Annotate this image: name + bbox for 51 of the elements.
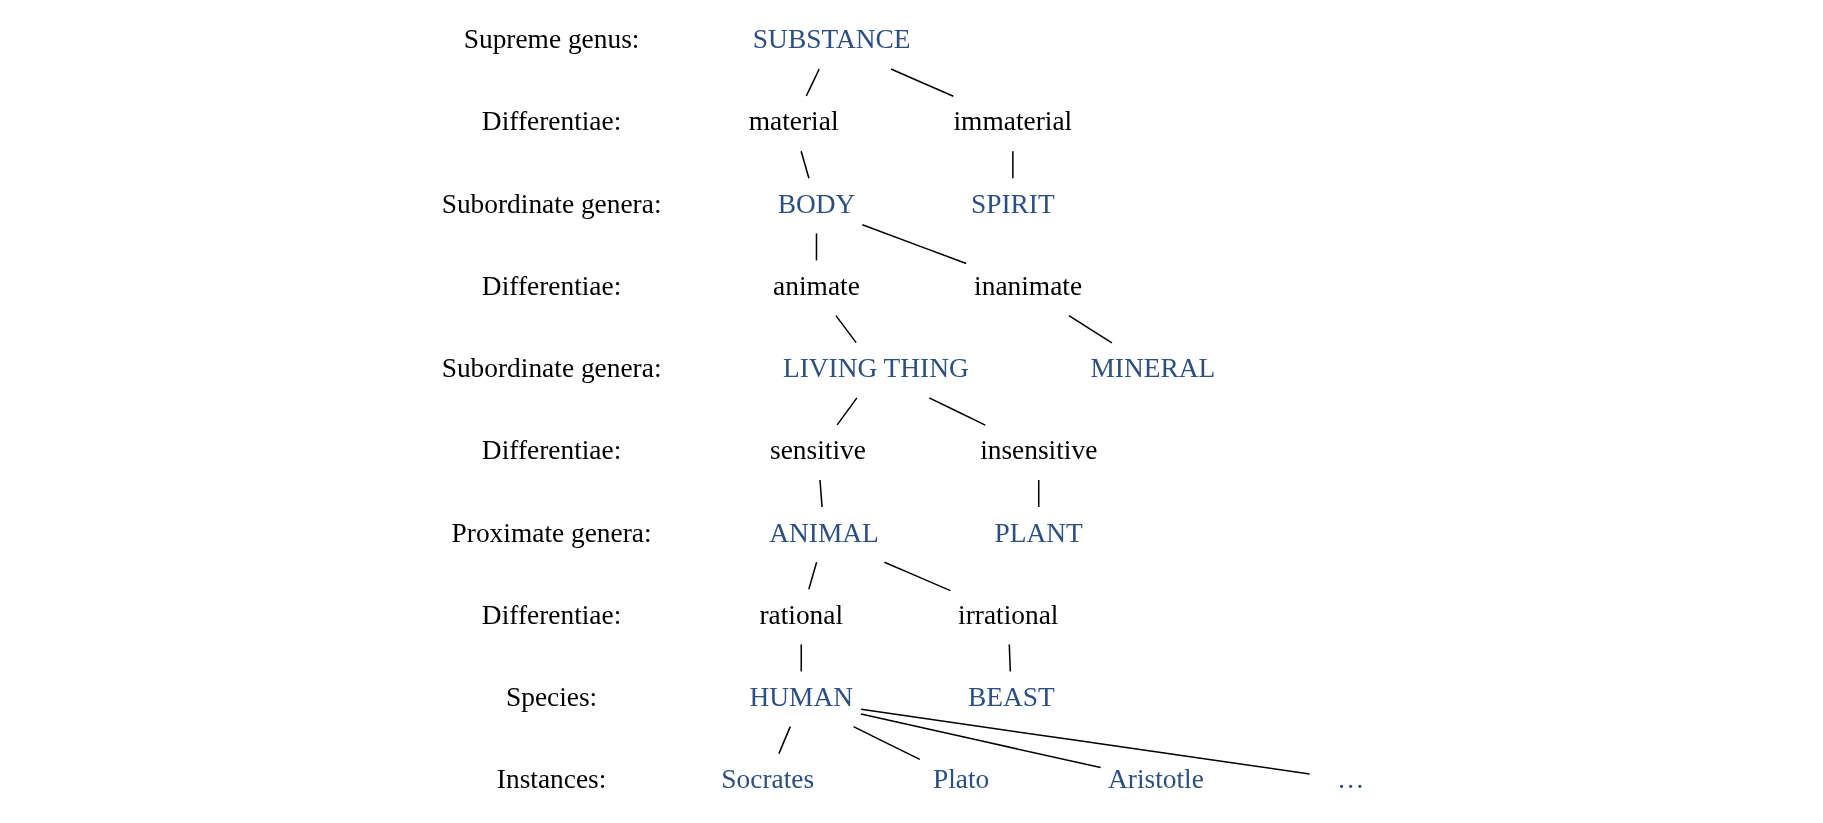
connector	[777, 725, 791, 755]
label: Differentiae:	[481, 106, 621, 137]
connector	[835, 397, 858, 426]
label: Differentiae:	[481, 270, 621, 301]
node-text: inanimate	[973, 270, 1082, 301]
node-text: immaterial	[953, 106, 1072, 137]
label: Proximate genera:	[451, 517, 652, 548]
connector	[815, 232, 817, 262]
label: Species:	[505, 681, 597, 712]
connector	[1008, 643, 1011, 673]
node-text: BEAST	[967, 681, 1055, 712]
connector	[807, 561, 817, 590]
node-text: material	[748, 106, 839, 137]
connector	[1067, 314, 1113, 344]
connector	[927, 397, 986, 426]
connector	[799, 150, 810, 179]
node-text: PLANT	[994, 517, 1083, 548]
connector	[889, 68, 954, 98]
node-text: Plato	[932, 764, 989, 795]
node-text: LIVING THING	[782, 353, 969, 384]
node-text: MINERAL	[1090, 353, 1215, 384]
node-text: BODY	[777, 188, 855, 219]
node-text: insensitive	[979, 435, 1097, 466]
connector	[1037, 479, 1039, 508]
node-text: ANIMAL	[768, 517, 879, 548]
label: Subordinate genera:	[441, 353, 661, 384]
connector	[818, 479, 823, 508]
connector	[861, 223, 967, 265]
node-text: Aristotle	[1107, 764, 1204, 795]
node-text: SUBSTANCE	[752, 24, 911, 55]
label: Differentiae:	[481, 435, 621, 466]
node-text: HUMAN	[749, 681, 853, 712]
connector	[859, 713, 1101, 769]
node-text: SPIRIT	[970, 188, 1055, 219]
node-text: Socrates	[720, 764, 814, 795]
node-text: sensitive	[769, 435, 866, 466]
connector	[883, 561, 951, 592]
label: Subordinate genera:	[441, 188, 661, 219]
connector	[800, 643, 802, 673]
connector	[852, 725, 921, 761]
node-text: …	[1336, 764, 1364, 795]
connector	[859, 708, 1310, 775]
node-text: animate	[772, 270, 860, 301]
connector	[834, 314, 857, 344]
label: Differentiae:	[481, 599, 621, 630]
node-text: rational	[758, 599, 843, 630]
label: Supreme genus:	[463, 24, 639, 55]
label: Instances:	[496, 764, 606, 795]
node-text: irrational	[957, 599, 1058, 630]
connector	[805, 68, 820, 97]
connector	[1011, 150, 1014, 179]
